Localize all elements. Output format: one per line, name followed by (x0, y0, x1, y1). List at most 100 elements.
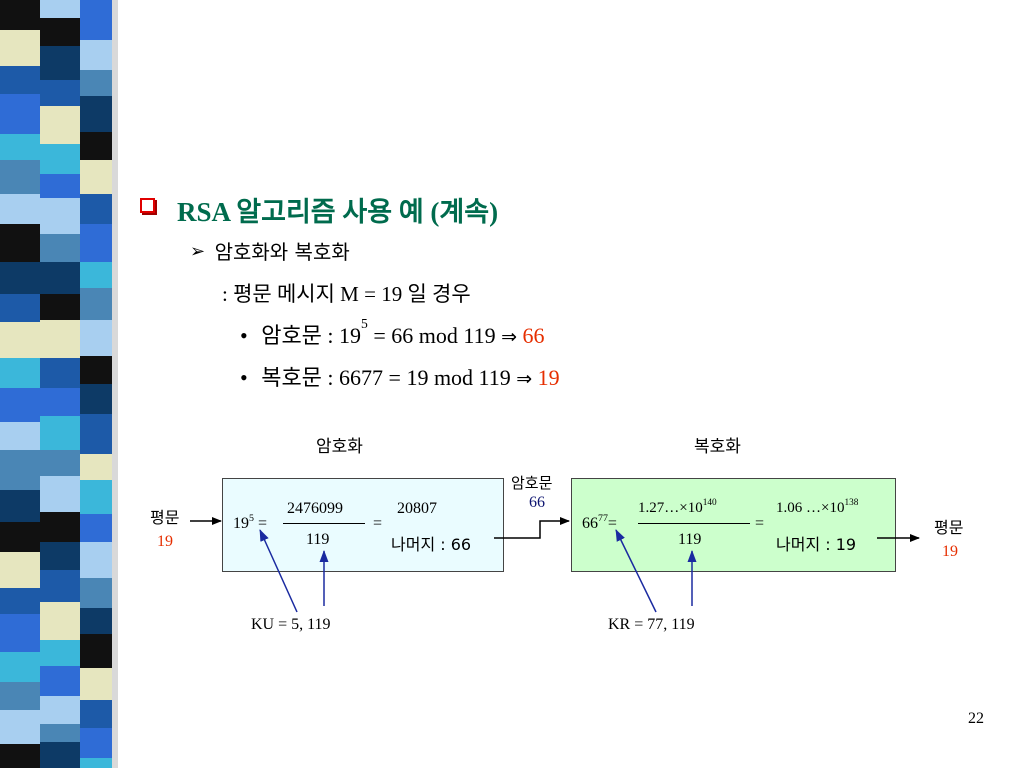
implies-arrow-icon: ⇒ (516, 368, 533, 390)
strip-block (80, 634, 112, 668)
strip-block (0, 682, 40, 710)
strip-block (40, 80, 80, 106)
strip-block (80, 454, 112, 480)
strip-block (40, 320, 80, 358)
strip-block (40, 724, 80, 742)
strip-block (0, 522, 40, 552)
title-bullet-icon (140, 198, 155, 213)
plaintext-in-value: 19 (157, 533, 173, 550)
strip-block (40, 106, 80, 144)
dec-fraction-bar (638, 523, 750, 524)
side-strip-graphic (0, 0, 118, 768)
enc-fraction-bar (283, 523, 365, 524)
strip-block (40, 144, 80, 174)
bullet-encrypt-exponent: 5 (361, 316, 368, 331)
dec-numerator: 1.27…×10140 (638, 498, 717, 516)
strip-block (40, 666, 80, 696)
strip-block (40, 602, 80, 640)
cipher-connector-arrow (494, 517, 570, 539)
strip-block (80, 132, 112, 160)
strip-block (80, 0, 112, 40)
dec-remainder: 나머지 : 19 (776, 535, 857, 554)
strip-block (40, 512, 80, 542)
strip-block (80, 384, 112, 414)
dot-bullet-icon: • (240, 323, 248, 348)
strip-block (80, 194, 112, 224)
strip-block (0, 652, 40, 682)
decrypt-header: 복호화 (694, 437, 741, 457)
strip-block (0, 710, 40, 744)
strip-block (40, 542, 80, 570)
strip-block (40, 234, 80, 262)
bullet-encrypt-label: 암호문 : 19 (261, 323, 362, 348)
strip-block (40, 416, 80, 450)
strip-block (80, 700, 112, 728)
dec-power: 6677= (582, 513, 617, 532)
bullet-encrypt: • 암호문 : 195 = 66 mod 119 ⇒ 66 (240, 316, 544, 350)
strip-block (40, 640, 80, 666)
strip-block (80, 160, 112, 194)
strip-block (80, 542, 112, 578)
condition-text: : 평문 메시지 M = 19 일 경우 (222, 282, 471, 306)
strip-block (40, 388, 80, 416)
ciphertext-label: 암호문 (511, 474, 553, 492)
enc-equals: = (373, 515, 383, 532)
strip-block (80, 578, 112, 608)
strip-block (80, 758, 112, 768)
strip-block (0, 30, 40, 66)
enc-numerator: 2476099 (287, 500, 343, 517)
strip-block (0, 552, 40, 588)
dec-quotient: 1.06 …×10138 (776, 498, 859, 516)
strip-block (80, 668, 112, 700)
strip-block (0, 66, 40, 94)
strip-block (0, 262, 40, 294)
strip-block (0, 294, 40, 322)
strip-block (80, 728, 112, 758)
slide-title: RSA 알고리즘 사용 예 (계속) (177, 197, 499, 227)
strip-block (80, 514, 112, 542)
strip-block (0, 160, 40, 194)
kr-arrow-exp (615, 529, 657, 613)
strip-block (0, 194, 40, 224)
enc-power: 195 = (233, 513, 267, 532)
decorative-side-strip (0, 0, 118, 768)
strip-block (0, 224, 40, 262)
strip-block (80, 320, 112, 356)
plaintext-out-label: 평문 (934, 518, 964, 537)
strip-block (80, 288, 112, 320)
private-key-label: KR = 77, 119 (608, 616, 695, 633)
strip-block (40, 696, 80, 724)
arrow-bullet-icon: ➢ (190, 241, 206, 262)
strip-block (80, 70, 112, 96)
strip-block (80, 224, 112, 262)
bullet-decrypt: • 복호문 : 6677 = 19 mod 119 ⇒ 19 (240, 360, 560, 392)
dot-bullet-icon: • (240, 365, 248, 390)
strip-block (0, 490, 40, 522)
enc-remainder: 나머지 : 66 (391, 535, 472, 554)
strip-block (40, 450, 80, 476)
strip-block (0, 358, 40, 388)
page-number: 22 (968, 710, 984, 727)
enc-quotient: 20807 (397, 500, 437, 517)
strip-block (40, 262, 80, 294)
bullet-decrypt-result: 19 (537, 365, 560, 390)
strip-block (80, 356, 112, 384)
encrypt-box (222, 478, 504, 572)
strip-block (80, 608, 112, 634)
strip-block (0, 744, 40, 768)
public-key-label: KU = 5, 119 (251, 616, 331, 633)
strip-block (0, 450, 40, 490)
dec-denominator: 119 (678, 531, 702, 548)
strip-block (0, 388, 40, 422)
strip-block (0, 322, 40, 358)
strip-block (80, 262, 112, 288)
strip-block (0, 422, 40, 450)
strip-block (80, 40, 112, 70)
strip-block (0, 614, 40, 652)
plaintext-in-label: 평문 (150, 508, 180, 527)
strip-block (40, 198, 80, 234)
strip-block (0, 134, 40, 160)
enc-denominator: 119 (306, 531, 330, 548)
subhead: ➢ 암호화와 복호화 (190, 240, 350, 264)
